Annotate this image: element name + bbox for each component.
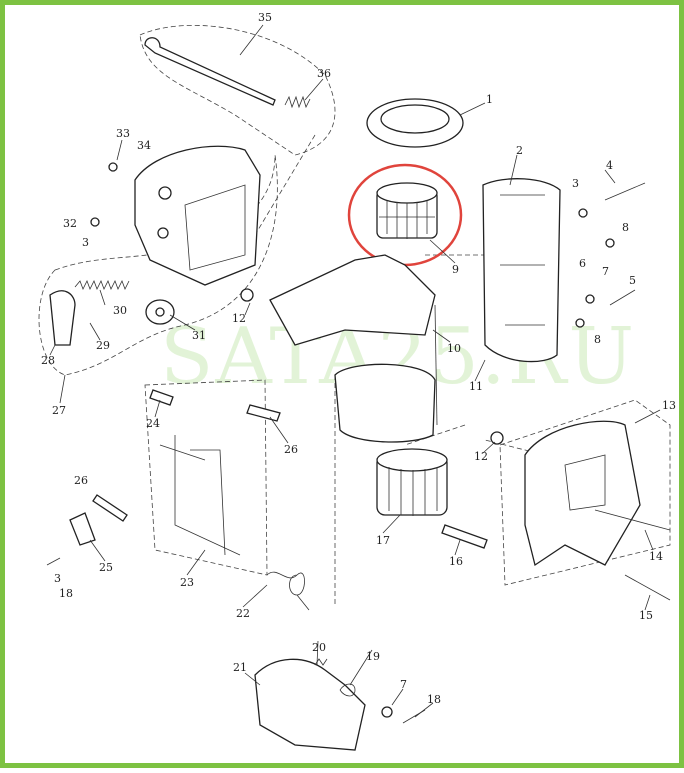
part-4-bolt	[604, 182, 646, 201]
part-8-nipple	[605, 238, 615, 248]
callout: 9	[452, 263, 459, 276]
callout: 26	[74, 474, 88, 487]
callout: 34	[137, 139, 151, 152]
callout: 12	[474, 450, 488, 463]
part-30-spring	[74, 280, 130, 290]
part-12-bushing	[240, 288, 254, 302]
part-34-bracket-housing	[134, 145, 261, 286]
part-17-bearing	[376, 448, 448, 516]
leader-lines	[49, 24, 661, 718]
callout: 26	[284, 443, 298, 456]
callout: 29	[96, 339, 110, 352]
callout: 19	[366, 650, 380, 663]
callout: 7	[602, 265, 609, 278]
part-5-lever	[609, 289, 636, 306]
part-12-bushing-lower	[490, 431, 504, 445]
part-36-spring	[284, 95, 311, 109]
callout: 2	[516, 144, 523, 157]
callout: 12	[232, 312, 246, 325]
part-3-washer	[578, 208, 588, 218]
callout: 27	[52, 404, 66, 417]
callout: 6	[579, 257, 586, 270]
callout: 23	[180, 576, 194, 589]
callout: 8	[622, 221, 629, 234]
part-26-pin-lower	[92, 494, 128, 522]
part-33-nut	[108, 162, 118, 172]
callout: 20	[312, 641, 326, 654]
callout: 3	[572, 177, 579, 190]
part-10-swivel-bracket	[269, 254, 438, 443]
callout: 33	[116, 127, 130, 140]
callout: 25	[99, 561, 113, 574]
callout: 10	[447, 342, 461, 355]
callout: 22	[236, 607, 250, 620]
group-outline-13	[499, 399, 671, 586]
group-outline-35	[139, 24, 336, 156]
part-35-rod	[144, 37, 276, 106]
part-32-nut	[90, 217, 100, 227]
part-23-tilt-lever	[159, 435, 241, 556]
exploded-parts-diagram: SATA25.RU	[38, 11, 676, 751]
callout: 24	[146, 417, 160, 430]
callout: 17	[376, 534, 390, 547]
callout: 35	[258, 11, 272, 24]
part-7-washer	[585, 294, 595, 304]
callout: 31	[192, 329, 206, 342]
part-9-needle-bearing	[376, 182, 438, 239]
part-21-lever	[254, 658, 366, 751]
callout: 32	[63, 217, 77, 230]
part-16-pin	[441, 524, 488, 549]
callout: 8	[594, 333, 601, 346]
part-15-bolt	[624, 574, 671, 601]
callout: 30	[113, 304, 127, 317]
part-13-clamp-bracket	[524, 420, 641, 567]
callout: 3	[54, 572, 61, 585]
part-7-washer-lower	[381, 706, 393, 718]
callout: 11	[469, 380, 483, 393]
callout: 13	[662, 399, 676, 412]
callout: 28	[41, 354, 55, 367]
callout: 14	[649, 550, 663, 563]
part-1-ring	[366, 98, 464, 148]
part-26-pin	[246, 404, 281, 422]
callout: 36	[317, 67, 331, 80]
callout-labels: 35 36 1 2 33 34 3 4 32 3 8 9 6 7 5 30 29…	[41, 11, 676, 706]
callout: 16	[449, 555, 463, 568]
callout: 5	[629, 274, 636, 287]
callout: 1	[486, 93, 493, 106]
callout: 7	[400, 678, 407, 691]
part-2-swivel-sleeve	[482, 178, 561, 363]
part-25-plate	[69, 512, 96, 546]
callout: 18	[427, 693, 441, 706]
part-18-screw-left	[46, 557, 61, 566]
callout: 3	[82, 236, 89, 249]
callout: 18	[59, 587, 73, 600]
part-28-lever	[49, 290, 76, 346]
leader-dashed	[254, 134, 546, 605]
part-19-spring	[339, 683, 356, 697]
callout: 21	[233, 661, 247, 674]
part-8-nipple-lower	[575, 318, 585, 328]
part-14-bolt	[594, 509, 671, 531]
part-24-sleeve	[149, 389, 174, 406]
part-22-spring	[266, 571, 310, 611]
callout: 4	[606, 159, 613, 172]
callout: 15	[639, 609, 653, 622]
part-31-knob	[145, 299, 175, 325]
